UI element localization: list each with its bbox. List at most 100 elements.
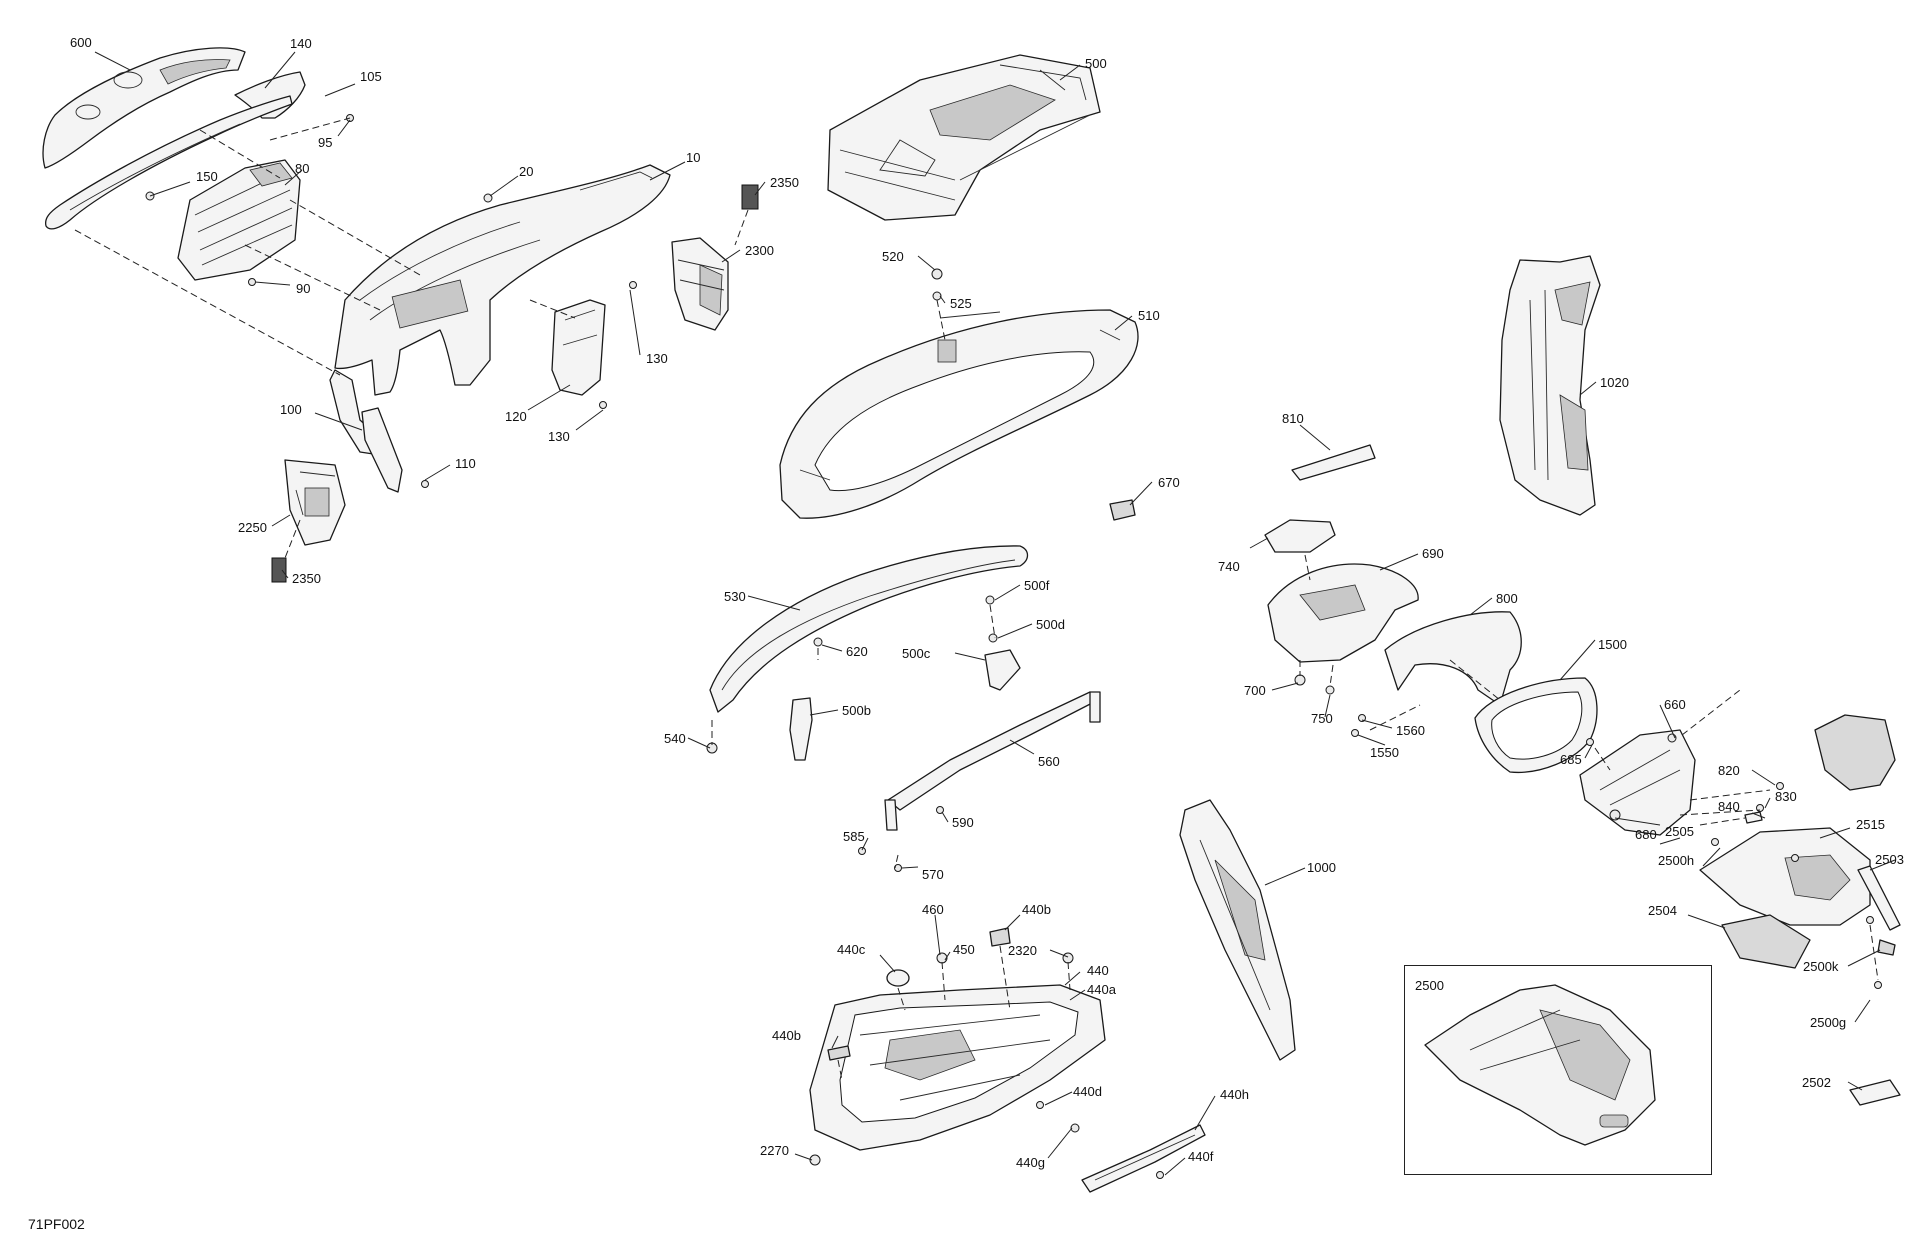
callout-100: 100 — [280, 402, 302, 417]
callout-1020: 1020 — [1600, 375, 1629, 390]
callout-585: 585 — [843, 829, 865, 844]
callout-20: 20 — [519, 164, 534, 179]
callout-90: 90 — [296, 281, 311, 296]
callout-560: 560 — [1038, 754, 1060, 769]
callout-120: 120 — [505, 409, 527, 424]
callout-600: 600 — [70, 35, 92, 50]
inset-frame-2500: 2500 — [1404, 965, 1712, 1175]
callout-520: 520 — [882, 249, 904, 264]
callout-440: 440 — [1087, 963, 1109, 978]
callout-570: 570 — [922, 867, 944, 882]
callout-2300: 2300 — [745, 243, 774, 258]
part-2300-center-vent — [671, 237, 729, 331]
callout-130-a: 130 — [646, 351, 668, 366]
callout-2504: 2504 — [1648, 903, 1677, 918]
callout-10: 10 — [686, 150, 701, 165]
callout-2270: 2270 — [760, 1143, 789, 1158]
callout-460: 460 — [922, 902, 944, 917]
callout-690: 690 — [1422, 546, 1444, 561]
part-1500-display-frame — [1474, 677, 1598, 774]
callout-800: 800 — [1496, 591, 1518, 606]
callout-2320: 2320 — [1008, 943, 1037, 958]
part-2350-grill-center — [741, 184, 759, 210]
part-670-clip — [1109, 499, 1136, 521]
callout-2350-left: 2350 — [292, 571, 321, 586]
callout-680: 680 — [1635, 827, 1657, 842]
part-530-rail — [709, 545, 1029, 713]
leader-lines — [94, 51, 1896, 1176]
callout-440b-left: 440b — [772, 1028, 801, 1043]
callout-500: 500 — [1085, 56, 1107, 71]
callout-105: 105 — [360, 69, 382, 84]
callout-2350-center: 2350 — [770, 175, 799, 190]
part-740-cover — [1264, 519, 1336, 553]
part-1020-right-panel — [1499, 255, 1601, 516]
callout-840: 840 — [1718, 799, 1740, 814]
callout-500f: 500f — [1024, 578, 1050, 593]
callout-620: 620 — [846, 644, 868, 659]
part-140-trim-strip — [44, 71, 306, 230]
part-2504-cover — [1721, 914, 1811, 969]
callout-130-b: 130 — [548, 429, 570, 444]
callout-700: 700 — [1244, 683, 1266, 698]
part-10-dash-frame — [329, 164, 671, 456]
part-510-tray-frame — [779, 309, 1139, 519]
callout-500d: 500d — [1036, 617, 1065, 632]
part-660-switch-panel — [1579, 729, 1696, 836]
part-2500-lower-housing — [1699, 827, 1871, 926]
callout-440g: 440g — [1016, 1155, 1045, 1170]
part-690-console-base — [1267, 563, 1419, 663]
callout-2500g: 2500g — [1810, 1015, 1847, 1030]
callout-150: 150 — [196, 169, 218, 184]
callout-2250: 2250 — [238, 520, 267, 535]
callout-440b-top: 440b — [1022, 902, 1051, 917]
callout-140: 140 — [290, 36, 312, 51]
callout-660: 660 — [1664, 697, 1686, 712]
part-2505-upper-cover — [1814, 714, 1896, 791]
callout-750: 750 — [1311, 711, 1333, 726]
callout-540: 540 — [664, 731, 686, 746]
callout-1560: 1560 — [1396, 723, 1425, 738]
callout-440c: 440c — [837, 942, 866, 957]
part-440b-cap-top — [989, 927, 1011, 947]
part-440-floor-tub — [809, 984, 1106, 1151]
part-2503-strip — [1857, 865, 1901, 931]
callout-525: 525 — [950, 296, 972, 311]
callout-685: 685 — [1560, 752, 1582, 767]
part-440h-rail — [1081, 1124, 1206, 1193]
callout-450: 450 — [953, 942, 975, 957]
callout-440h: 440h — [1220, 1087, 1249, 1102]
part-500-top-cover — [827, 54, 1101, 221]
assembly-lines — [74, 117, 1879, 1081]
callout-440f: 440f — [1188, 1149, 1214, 1164]
callout-2500k: 2500k — [1803, 959, 1839, 974]
callout-80: 80 — [295, 161, 310, 176]
part-500b-bracket — [789, 697, 813, 761]
callout-670: 670 — [1158, 475, 1180, 490]
callout-500b: 500b — [842, 703, 871, 718]
callout-830: 830 — [1775, 789, 1797, 804]
callout-530: 530 — [724, 589, 746, 604]
callout-810: 810 — [1282, 411, 1304, 426]
callout-510: 510 — [1138, 308, 1160, 323]
part-500c-bracket — [984, 649, 1021, 691]
part-80-vent-duct — [177, 159, 301, 281]
callout-1500: 1500 — [1598, 637, 1627, 652]
callout-2505: 2505 — [1665, 824, 1694, 839]
inset-label: 2500 — [1415, 978, 1444, 993]
part-600-upper-trim — [42, 47, 246, 169]
part-2350-grill-left — [271, 557, 287, 583]
callout-2503: 2503 — [1875, 852, 1904, 867]
part-810-decal — [1291, 444, 1376, 481]
callout-2502: 2502 — [1802, 1075, 1831, 1090]
callout-500c: 500c — [902, 646, 931, 661]
callout-2500h: 2500h — [1658, 853, 1695, 868]
callout-590: 590 — [952, 815, 974, 830]
part-2502-pad — [1849, 1079, 1901, 1106]
callout-1000: 1000 — [1307, 860, 1336, 875]
part-1000-lower-panel — [1179, 799, 1296, 1061]
part-440b-cap-left — [827, 1045, 851, 1061]
part-440c-ring — [886, 969, 910, 987]
